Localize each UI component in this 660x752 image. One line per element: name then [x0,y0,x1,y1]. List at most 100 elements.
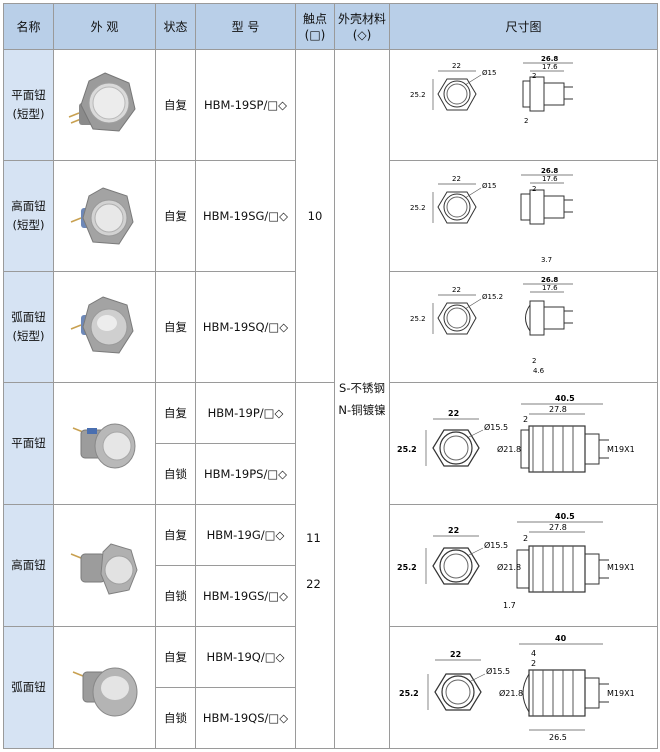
svg-text:25.2: 25.2 [410,91,426,99]
product-photo [53,382,156,505]
dimension-drawing-long: 22 25.2 Ø15.5 40 4 2 26.5 [399,634,635,742]
header-material-l2: (◇) [352,27,372,42]
state-cell: 自复 [155,382,196,444]
svg-text:22: 22 [452,286,461,294]
svg-text:25.2: 25.2 [410,204,426,212]
contact-cell-group1: 10 [295,49,335,383]
model-number: HBM-19SQ/□◇ [195,271,296,383]
model-number: HBM-19GS/□◇ [195,565,296,627]
svg-text:2: 2 [532,357,536,365]
dimension-drawing-long: 22 25.2 Ø15.5 40.5 27.8 2 [397,512,635,610]
svg-text:17.6: 17.6 [542,63,558,71]
svg-text:25.2: 25.2 [399,689,419,698]
model-number: HBM-19PS/□◇ [195,443,296,505]
button-type-cell: 高面钮(短型) [3,160,54,272]
svg-text:Ø21.8: Ø21.8 [497,562,521,572]
svg-text:Ø15: Ø15 [482,182,496,190]
svg-text:25.2: 25.2 [410,315,426,323]
button-type-cell: 平面钮(短型) [3,49,54,161]
svg-text:3.7: 3.7 [541,256,552,264]
product-photo [53,626,156,749]
contact-value-22: 22 [306,577,321,591]
header-name: 名称 [3,3,54,50]
button-type-cell: 弧面钮 [3,626,54,749]
svg-text:26.5: 26.5 [549,733,567,742]
svg-text:Ø21.8: Ø21.8 [497,444,521,454]
button-type-cell: 平面钮 [3,382,54,505]
svg-text:25.2: 25.2 [397,563,417,572]
svg-text:1.7: 1.7 [503,601,516,610]
svg-text:Ø15.5: Ø15.5 [486,666,510,676]
svg-text:Ø15.5: Ø15.5 [484,422,508,432]
svg-text:M19X1: M19X1 [607,689,635,698]
state-cell: 自复 [155,626,196,688]
contact-cell-group2 [295,382,335,749]
state-cell: 自复 [155,504,196,566]
header-material-l1: 外壳材料 [337,11,386,26]
product-spec-table: 名称 外 观 状态 型 号 触点(□) 外壳材料(◇) 尺寸图 平面钮(短型) … [3,3,658,749]
table-row: 自锁 HBM-19GS/□◇ [4,565,658,627]
svg-text:2: 2 [524,117,528,125]
header-contact-l2: (□) [304,27,326,42]
svg-text:26.8: 26.8 [541,55,558,63]
button-photo-flat-long [72,423,135,468]
svg-text:22: 22 [452,175,461,183]
header-contact: 触点(□) [295,3,335,50]
state-cell: 自锁 [155,687,196,749]
svg-text:17.6: 17.6 [542,175,558,183]
state-cell: 自复 [155,160,196,272]
svg-text:M19X1: M19X1 [607,445,635,454]
dimension-drawing-long: 22 25.2 Ø15.5 40.5 27.8 2 [397,394,635,473]
header-model: 型 号 [195,3,296,50]
dimension-drawing-cell: 22 25.2 Ø15.2 26.8 17.6 2 4.6 [389,271,658,383]
state-cell: 自锁 [155,565,196,627]
svg-text:2: 2 [532,72,536,80]
dimension-drawing-short: 22 25.2 Ø15 26.8 17.6 2 3.7 [410,167,573,264]
state-cell: 自锁 [155,443,196,505]
header-dimension: 尺寸图 [389,3,658,50]
product-photo [53,160,156,272]
button-photo-flat-short [68,72,136,132]
table-row: 平面钮 自复 HBM-19P/□◇ 22 25.2 [3,382,658,749]
svg-text:27.8: 27.8 [549,405,567,414]
svg-text:4.6: 4.6 [533,367,545,375]
svg-text:22: 22 [448,526,459,535]
table-row: 弧面钮(短型) 自复 HBM-19SQ/□◇ 22 25.2 Ø1 [3,271,658,383]
svg-text:Ø15: Ø15 [482,69,496,77]
dimension-drawing-cell: 22 25.2 Ø15.5 40.5 27.8 2 [389,504,658,627]
button-type-cell: 弧面钮(短型) [3,271,54,383]
model-number: HBM-19G/□◇ [195,504,296,566]
dimension-drawing-cell: 22 25.2 Ø15.5 40.5 27.8 2 [389,382,658,505]
material-stainless: S-不锈钢 [339,381,385,395]
header-row: 名称 外 观 状态 型 号 触点(□) 外壳材料(◇) 尺寸图 [3,3,658,50]
svg-text:Ø21.8: Ø21.8 [499,688,523,698]
table-row: 自锁 HBM-19PS/□◇ [4,443,658,505]
model-number: HBM-19SG/□◇ [195,160,296,272]
table-row: 自锁 HBM-19QS/□◇ [4,687,658,749]
contact-group2-values: 11 22 [295,530,332,592]
svg-text:2: 2 [532,185,536,193]
model-number: HBM-19P/□◇ [195,382,296,444]
svg-text:22: 22 [452,62,461,70]
svg-text:Ø15.5: Ø15.5 [484,540,508,550]
svg-text:27.8: 27.8 [549,523,567,532]
table-row: 高面钮 自复 HBM-19G/□◇ 22 25.2 Ø15.5 [3,504,658,627]
state-cell: 自复 [155,271,196,383]
product-photo [53,504,156,627]
svg-text:2: 2 [523,534,528,543]
button-photo-high-short [70,187,134,245]
header-contact-l1: 触点 [302,11,327,26]
table-row: 弧面钮 自复 HBM-19Q/□◇ 22 25.2 Ø15.5 [3,626,658,749]
table-row: 高面钮(短型) 自复 HBM-19SG/□◇ 22 25.2 Ø1 [3,160,658,272]
svg-text:22: 22 [448,409,459,418]
svg-text:40: 40 [555,634,567,643]
header-material: 外壳材料(◇) [334,3,390,50]
svg-text:4: 4 [531,649,536,658]
dimension-drawing-short: 22 25.2 Ø15 26.8 17.6 2 2 [410,55,573,125]
button-photo-dome-long [72,667,137,716]
model-number: HBM-19QS/□◇ [195,687,296,749]
model-number: HBM-19Q/□◇ [195,626,296,688]
svg-text:40.5: 40.5 [555,512,575,521]
dimension-drawing-cell: 22 25.2 Ø15.5 40 4 2 26.5 [389,626,658,749]
material-nickel: N-铜镀镍 [338,403,386,417]
